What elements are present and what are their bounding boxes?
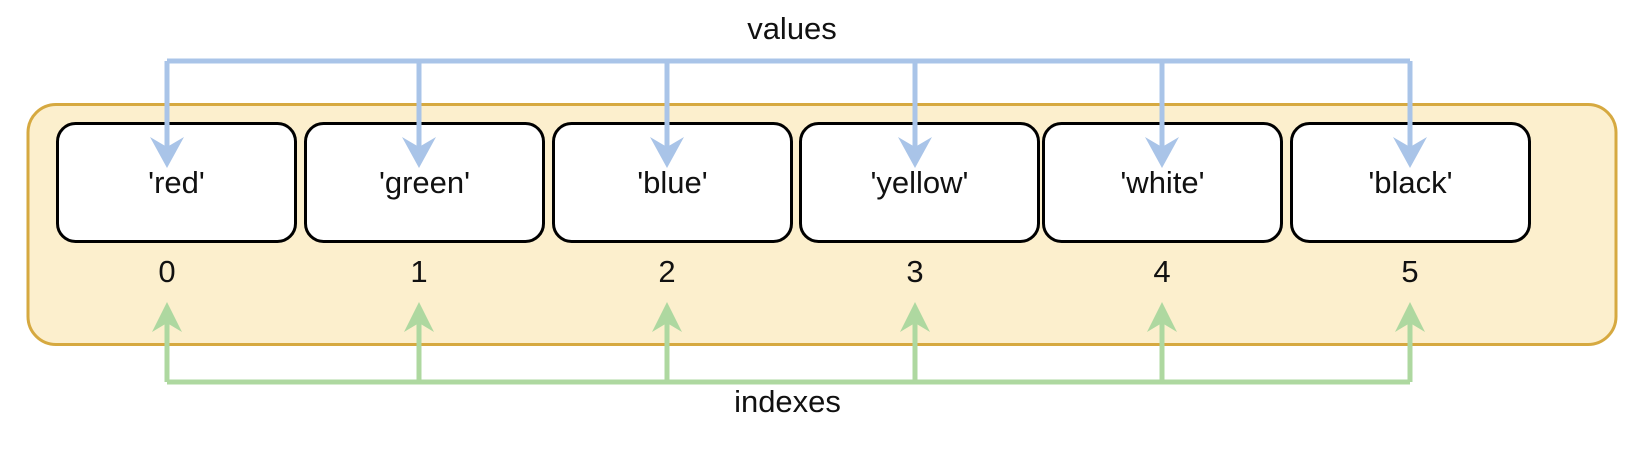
array-cell-value-3: 'yellow': [870, 165, 969, 200]
array-index-label-0: 0: [158, 254, 176, 289]
array-cell-box-2[interactable]: [552, 122, 793, 243]
values-label: values: [747, 11, 837, 46]
indexes-label: indexes: [734, 384, 841, 419]
array-cell-value-2: 'blue': [637, 165, 708, 200]
indexes-arrowhead-4: [1147, 302, 1177, 332]
values-arrowhead-2: [650, 137, 684, 168]
array-index-label-4: 4: [1153, 254, 1171, 289]
indexes-arrowhead-2: [652, 302, 682, 332]
indexes-arrowhead-3: [900, 302, 930, 332]
values-arrowhead-0: [150, 137, 184, 168]
array-index-label-2: 2: [658, 254, 676, 289]
values-arrowhead-5: [1393, 137, 1427, 168]
array-cell-value-4: 'white': [1120, 165, 1205, 200]
indexes-connectors: [164, 322, 1413, 385]
indexes-arrowhead-1: [404, 302, 434, 332]
values-arrowhead-4: [1145, 137, 1179, 168]
values-connectors: [164, 58, 1413, 148]
array-cell-box-3[interactable]: [799, 122, 1040, 243]
array-cell-box-1[interactable]: [304, 122, 545, 243]
indexes-arrowhead-0: [152, 302, 182, 332]
array-index-label-5: 5: [1401, 254, 1419, 289]
indexes-arrowheads: [152, 302, 1425, 332]
values-arrowheads: [150, 137, 1427, 168]
array-cell-value-0: 'red': [148, 165, 205, 200]
array-index-label-1: 1: [410, 254, 428, 289]
array-index-label-3: 3: [906, 254, 924, 289]
array-cell-box-0[interactable]: [56, 122, 297, 243]
array-cell-value-1: 'green': [378, 165, 471, 200]
indexes-arrowhead-5: [1395, 302, 1425, 332]
values-arrowhead-3: [898, 137, 932, 168]
array-cell-boxes: [56, 122, 1531, 243]
array-cell-value-5: 'black': [1368, 165, 1453, 200]
values-arrowhead-1: [402, 137, 436, 168]
